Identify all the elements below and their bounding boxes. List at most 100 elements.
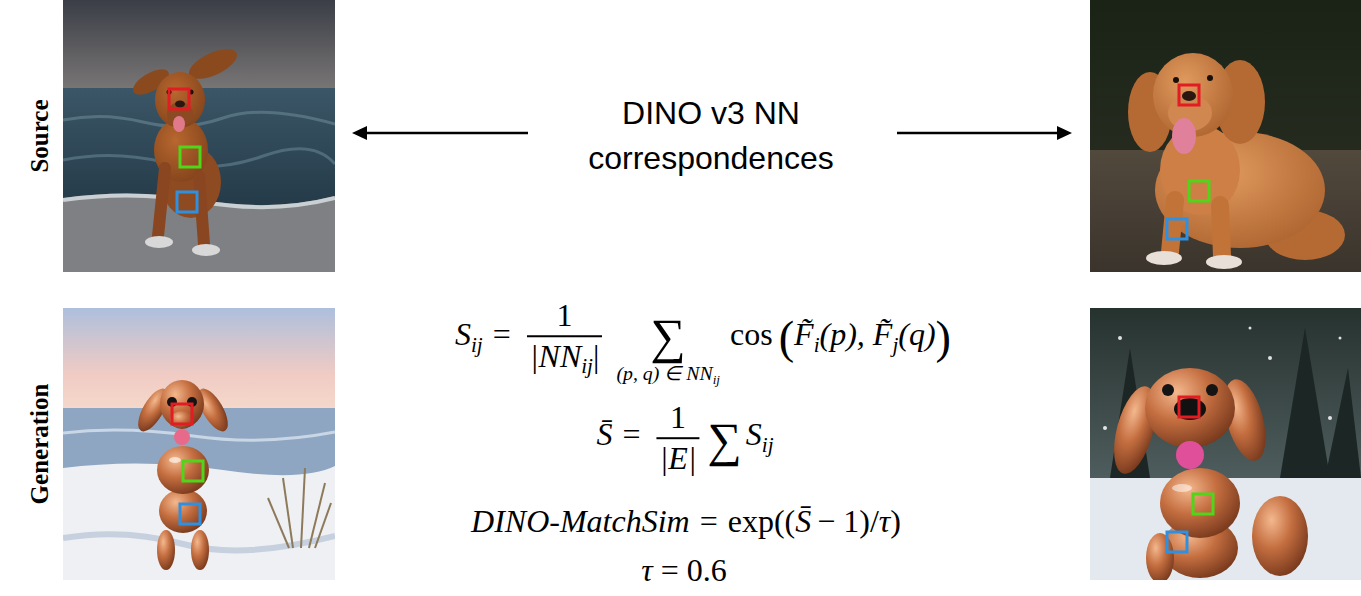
generated-photo — [1206, 384, 1218, 396]
generated-photo — [157, 446, 209, 494]
sum-symbol: ∑ — [651, 312, 686, 362]
source-photo — [169, 89, 189, 109]
formula-term: 1 — [557, 297, 573, 333]
term-holder: j — [892, 333, 898, 357]
generated-photo — [159, 489, 207, 533]
source-photo — [158, 168, 165, 236]
formula-term: = — [622, 416, 640, 452]
source-photo — [1182, 91, 1196, 101]
generated-photo — [170, 411, 194, 429]
generated-photo — [169, 457, 181, 463]
generated-photo — [63, 430, 335, 440]
formula-term: 1 — [670, 399, 686, 435]
formula-term: F̃ — [873, 316, 893, 352]
generated-photo — [1176, 441, 1204, 469]
generated-photo — [1280, 328, 1330, 478]
source-photo — [177, 192, 197, 212]
formula-term: S̄ — [795, 503, 811, 539]
generated-photo — [191, 530, 209, 570]
generated-photo — [160, 380, 204, 428]
generated-photo — [180, 504, 200, 524]
term-holder: 1 — [557, 297, 573, 333]
generated-photo — [1325, 368, 1361, 478]
formula-term: ( — [779, 312, 794, 363]
term-holder: 1 — [670, 399, 686, 435]
generated-photo — [1090, 308, 1361, 583]
fraction: 1 |E| — [656, 399, 699, 477]
method-label-holder: DINO v3 NN correspondences — [566, 91, 856, 181]
generated-photo — [1268, 356, 1272, 360]
term-holder: = — [493, 316, 511, 352]
generated-photo — [309, 483, 325, 548]
source-photo — [199, 176, 204, 244]
term-holder: S̄ — [596, 416, 612, 452]
formula-term: | — [593, 338, 599, 374]
row-label: Source — [26, 99, 53, 172]
arrow-left — [362, 132, 528, 135]
formula-term: ij — [581, 355, 593, 379]
generated-photo — [1118, 336, 1122, 340]
fraction-bar: 1 — [656, 399, 699, 439]
term-holder: S̄ — [795, 503, 811, 539]
formula-term: cos — [730, 316, 773, 352]
source-photo — [1189, 181, 1209, 201]
term-holder: DINO-MatchSim — [471, 503, 690, 539]
term-holder: S — [455, 316, 471, 352]
source-photo — [1146, 251, 1182, 265]
generated-photo — [157, 530, 175, 570]
arrow-right — [897, 132, 1062, 135]
fraction-bar: 1 — [527, 297, 603, 337]
generated-photo — [63, 308, 335, 580]
source-photo — [1207, 75, 1213, 81]
formula-line: S̄=1|E|∑Sij — [596, 399, 773, 477]
generated-photo — [1249, 327, 1252, 330]
term-holder: = — [622, 416, 640, 452]
term-holder: ij — [471, 333, 483, 357]
source-photo — [1220, 205, 1222, 256]
source-photo — [1170, 200, 1175, 252]
term-holder: | — [593, 338, 599, 374]
formula-term: (q) — [898, 316, 935, 352]
row-label-holder: Source — [26, 99, 54, 172]
term-holder: ∑ — [651, 309, 686, 364]
formula-term: |NN — [530, 338, 581, 374]
term-holder: F̃ — [873, 316, 893, 352]
source-photo — [175, 101, 185, 108]
source-photo — [1172, 118, 1196, 154]
formula-term: ij — [713, 372, 720, 387]
formula-term: τ — [641, 552, 652, 588]
source-photo — [192, 244, 220, 256]
fraction: 1 |NNij| — [527, 297, 603, 379]
generated-photo — [1103, 426, 1107, 430]
term-holder: (q) — [898, 316, 935, 352]
generated-photo — [268, 468, 331, 548]
source-photo — [173, 116, 185, 132]
generated-photo — [1179, 397, 1199, 417]
source-photo — [63, 0, 335, 272]
generated-photo — [1339, 337, 1342, 340]
formula-term: (p, q) ∈ NN — [616, 362, 712, 384]
sum-range: (p, q) ∈ NNij — [616, 362, 720, 388]
term-holder: ij — [581, 355, 593, 379]
source-photo — [1090, 0, 1361, 272]
formula-term: exp(( — [728, 503, 796, 539]
formula-term: F̃ — [794, 316, 814, 352]
term-holder: τ — [641, 552, 652, 588]
generated-photo — [1167, 532, 1187, 552]
term-holder: ( — [779, 315, 794, 361]
generated-photo — [1328, 416, 1332, 420]
term-holder: − 1)/ — [817, 503, 879, 539]
formula-term: ∑ — [651, 309, 686, 364]
term-holder: S — [746, 416, 762, 452]
formula-term: ij — [471, 333, 483, 357]
source-photo — [1090, 0, 1361, 272]
formula-line: τ= 0.6 — [641, 552, 727, 589]
term-holder: ij — [713, 372, 720, 388]
formula-term: = — [493, 316, 511, 352]
denominator: |E| — [656, 439, 699, 477]
term-holder: ∑ — [708, 416, 742, 464]
term-holder: ) — [890, 503, 901, 539]
formula-term: S — [746, 416, 762, 452]
term-holder: exp(( — [728, 503, 796, 539]
arrow-right — [1057, 126, 1072, 140]
